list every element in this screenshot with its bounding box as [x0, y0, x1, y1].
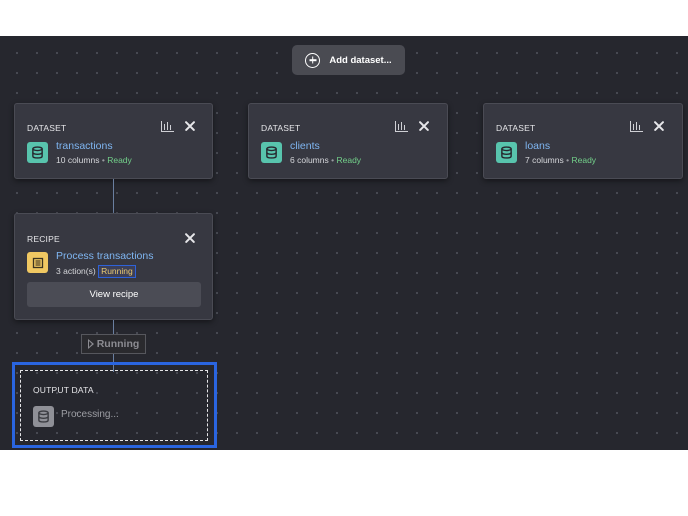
dataset-name-link[interactable]: transactions — [56, 140, 113, 152]
close-icon[interactable] — [184, 232, 196, 244]
output-processing-status: Processing... — [61, 409, 119, 420]
recipe-name-link[interactable]: Process transactions — [56, 250, 154, 262]
add-dataset-button[interactable]: Add dataset... — [292, 45, 405, 75]
dataset-meta: 10 columns • Ready — [56, 155, 132, 165]
view-recipe-button[interactable]: View recipe — [27, 282, 201, 307]
run-status-indicator: Running — [81, 334, 146, 354]
action-count: 3 action(s) — [56, 266, 96, 276]
dataset-name-link[interactable]: loans — [525, 140, 551, 152]
recipe-status-badge: Running — [98, 265, 136, 278]
status-ready: Ready — [571, 155, 597, 165]
bar-chart-icon[interactable] — [161, 121, 174, 132]
play-icon — [87, 339, 94, 349]
dataset-card-loans[interactable]: DATASET loans 7 columns • Ready — [483, 103, 683, 179]
recipe-list-icon — [27, 252, 48, 273]
database-icon — [27, 142, 48, 163]
column-count: 10 columns — [56, 155, 100, 165]
database-icon — [261, 142, 282, 163]
close-icon[interactable] — [653, 120, 665, 132]
card-type-label: DATASET — [261, 123, 301, 133]
card-type-label: RECIPE — [27, 234, 60, 244]
dataset-meta: 6 columns • Ready — [290, 155, 362, 165]
status-ready: Ready — [336, 155, 362, 165]
database-icon — [496, 142, 517, 163]
bar-chart-icon[interactable] — [630, 121, 643, 132]
dataset-card-transactions[interactable]: DATASET transactions 10 columns • Ready — [14, 103, 213, 179]
column-count: 7 columns — [525, 155, 564, 165]
database-icon — [33, 406, 54, 427]
close-icon[interactable] — [184, 120, 196, 132]
plus-circle-icon — [305, 52, 321, 68]
flow-canvas[interactable]: Add dataset... DATASET transactions 10 c… — [0, 36, 688, 450]
flow-connector — [113, 179, 114, 213]
close-icon[interactable] — [418, 120, 430, 132]
card-type-label: OUTPUT DATA — [33, 385, 94, 395]
add-dataset-label: Add dataset... — [329, 54, 392, 66]
card-type-label: DATASET — [496, 123, 536, 133]
run-status-label: Running — [96, 338, 140, 350]
dataset-meta: 7 columns • Ready — [525, 155, 597, 165]
bar-chart-icon[interactable] — [395, 121, 408, 132]
recipe-card[interactable]: RECIPE Process transactions 3 action(s) … — [14, 213, 213, 320]
dataset-card-clients[interactable]: DATASET clients 6 columns • Ready — [248, 103, 448, 179]
status-ready: Ready — [107, 155, 132, 165]
recipe-meta: 3 action(s) Running — [56, 265, 136, 278]
dataset-name-link[interactable]: clients — [290, 140, 320, 152]
output-data-card[interactable]: OUTPUT DATA Processing... — [20, 370, 208, 441]
card-type-label: DATASET — [27, 123, 67, 133]
column-count: 6 columns — [290, 155, 329, 165]
output-highlight-frame — [12, 362, 217, 448]
